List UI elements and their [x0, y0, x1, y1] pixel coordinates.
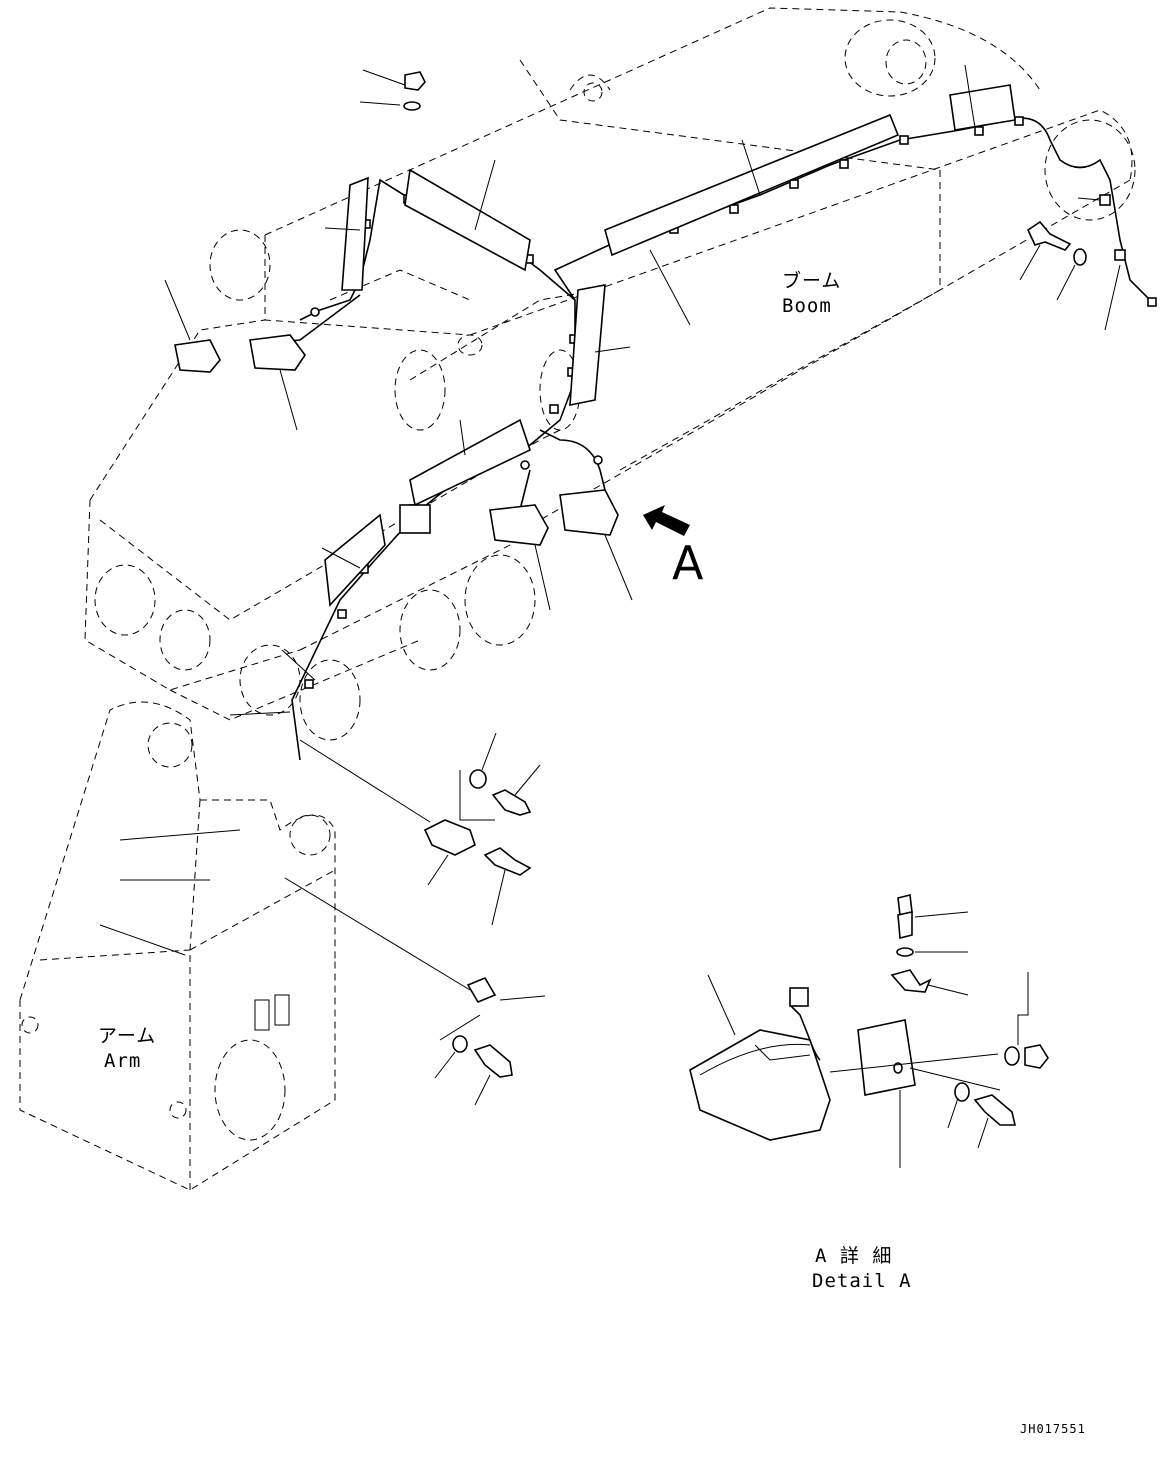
arm-hardware [284, 877, 513, 1078]
drawing-number: JH017551 [1020, 1422, 1086, 1436]
view-arrow-icon [643, 505, 690, 536]
boom-label-jp: ブーム [782, 270, 842, 292]
view-a-label: A [672, 536, 705, 590]
harness-covers [324, 84, 1016, 607]
arm-outline [19, 701, 336, 1191]
arm-label-jp: アーム [98, 1025, 157, 1047]
work-lamps [174, 307, 619, 546]
detail-a-title-jp: A 詳 細 [815, 1245, 893, 1267]
nut-washer-top [403, 71, 426, 111]
boom-label-en: Boom [782, 295, 832, 317]
leader-lines [164, 64, 1121, 1168]
detail-a-assembly [689, 894, 1049, 1141]
boom-outline [84, 7, 1136, 741]
arm-label-en: Arm [104, 1050, 142, 1072]
bolt-washer-right [1026, 220, 1087, 266]
mid-hardware [299, 739, 532, 876]
detail-a-title-en: Detail A [812, 1270, 912, 1292]
